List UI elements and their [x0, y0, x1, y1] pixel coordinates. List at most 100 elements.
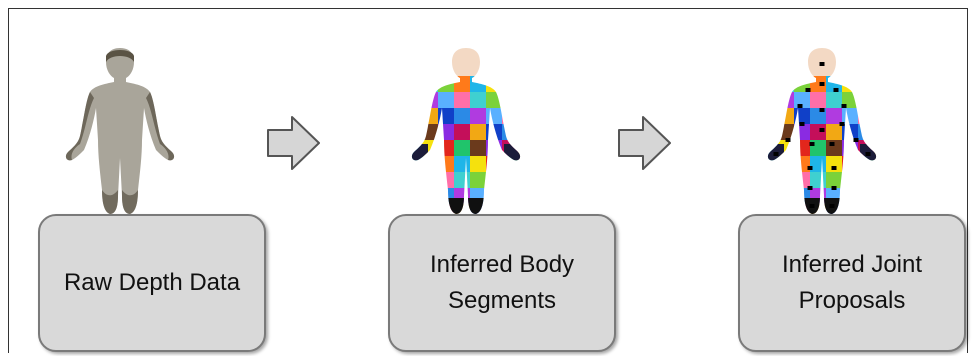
body-segment-cell: [411, 92, 422, 108]
body-segment-cell: [438, 140, 454, 156]
body-segment-cell: [778, 188, 794, 204]
body-segment-cell: [767, 108, 778, 124]
stage-box-body-segments: Inferred Body Segments: [388, 214, 616, 352]
body-silhouette: [65, 48, 175, 214]
body-segment-cell: [874, 92, 877, 108]
body-segment-cell: [411, 188, 422, 204]
body-segment-cell: [767, 124, 778, 140]
body-segment-cell: [502, 76, 518, 92]
body-segment-cell: [438, 172, 454, 188]
raw-depth-figure: [65, 48, 175, 214]
body-segment-cell: [486, 108, 502, 124]
body-segment-cell: [486, 124, 502, 140]
body-segment-cell: [842, 156, 858, 172]
body-segment-cell: [826, 108, 842, 124]
body-segment-cell: [842, 76, 858, 92]
body-segment-cell: [502, 124, 518, 140]
arrow-right-icon: [618, 116, 671, 170]
body-segment-cell: [454, 172, 470, 188]
stage-label: Raw Depth Data: [63, 269, 241, 296]
body-segment-cell: [422, 188, 438, 204]
body-segment-cell: [438, 156, 454, 172]
body-segment-cell: [826, 124, 842, 140]
left-arm-shade: [65, 92, 94, 161]
body-segment-cell: [422, 108, 438, 124]
body-segment-cell: [411, 172, 422, 188]
body-segment-cell: [778, 92, 794, 108]
body-segment-cell: [518, 156, 521, 172]
body-segment-cell: [470, 124, 486, 140]
body-segment-cell: [778, 76, 794, 92]
joint-marker: [819, 108, 825, 112]
body-segment-cell: [767, 172, 778, 188]
body-segment-cell: [486, 156, 502, 172]
left-hand-segment: [767, 144, 784, 166]
body-segment-cell: [518, 92, 521, 108]
body-segment-cell: [842, 140, 858, 156]
body-segment-cell: [778, 156, 794, 172]
body-segment-cell: [874, 172, 877, 188]
body-segment-cell: [858, 108, 874, 124]
body-segment-cell: [411, 108, 422, 124]
body-segment-cell: [794, 172, 810, 188]
body-segment-cell: [422, 76, 438, 92]
joint-marker: [831, 186, 837, 190]
body-segment-cell: [411, 76, 422, 92]
body-segment-cell: [470, 156, 486, 172]
body-segment-cell: [842, 172, 858, 188]
body-segment-cell: [422, 124, 438, 140]
body-segment-cell: [518, 172, 521, 188]
arrow-shape: [618, 116, 671, 170]
body-segment-cell: [422, 92, 438, 108]
body-segment-cell: [794, 108, 810, 124]
joint-marker: [853, 138, 859, 142]
body-segment-cell: [454, 124, 470, 140]
joint-marker: [807, 166, 813, 170]
body-segment-cell: [810, 92, 826, 108]
body-segment-cell: [422, 156, 438, 172]
body-segment-cell: [858, 124, 874, 140]
body-segment-cell: [454, 156, 470, 172]
joint-marker: [807, 186, 813, 190]
body-segment-cell: [470, 172, 486, 188]
body-segment-cell: [858, 172, 874, 188]
body-segment-cell: [778, 124, 794, 140]
body-segment-cell: [874, 124, 877, 140]
body-segment-cell: [826, 156, 842, 172]
stage-box-joint-proposals: Inferred Joint Proposals: [738, 214, 966, 352]
joint-marker: [819, 82, 825, 86]
joint-marker: [805, 88, 811, 92]
arrow-right-icon: [267, 116, 320, 170]
body-segment-cell: [438, 108, 454, 124]
joint-marker: [839, 122, 845, 126]
body-segment-cell: [826, 92, 842, 108]
body-segment-cell: [470, 140, 486, 156]
body-segment-cell: [842, 124, 858, 140]
body-segment-cell: [874, 76, 877, 92]
body-segment-cell: [767, 76, 778, 92]
joint-marker: [809, 204, 815, 208]
body-segment-cell: [438, 124, 454, 140]
body-segment-cell: [518, 76, 521, 92]
joint-marker: [785, 138, 791, 142]
body-segment-cell: [502, 172, 518, 188]
body-segment-cell: [422, 172, 438, 188]
joint-marker: [797, 104, 803, 108]
body-segment-cell: [858, 76, 874, 92]
joint-marker: [809, 142, 815, 146]
body-segment-cell: [470, 108, 486, 124]
body-segments-figure: [411, 48, 521, 214]
body-segment-cell: [874, 140, 877, 156]
segment-grid: [767, 48, 877, 214]
body-segment-cell: [486, 172, 502, 188]
joint-marker: [819, 128, 825, 132]
body-segment-cell: [486, 92, 502, 108]
right-hand-segment: [504, 144, 521, 166]
body-segment-cell: [778, 108, 794, 124]
right-foot-shade: [122, 190, 138, 214]
body-segment-cell: [874, 108, 877, 124]
joint-marker: [829, 142, 835, 146]
body-segment-cell: [454, 92, 470, 108]
stage-box-raw-depth: Raw Depth Data: [38, 214, 266, 352]
stage-label: Inferred Joint Proposals: [781, 251, 923, 314]
